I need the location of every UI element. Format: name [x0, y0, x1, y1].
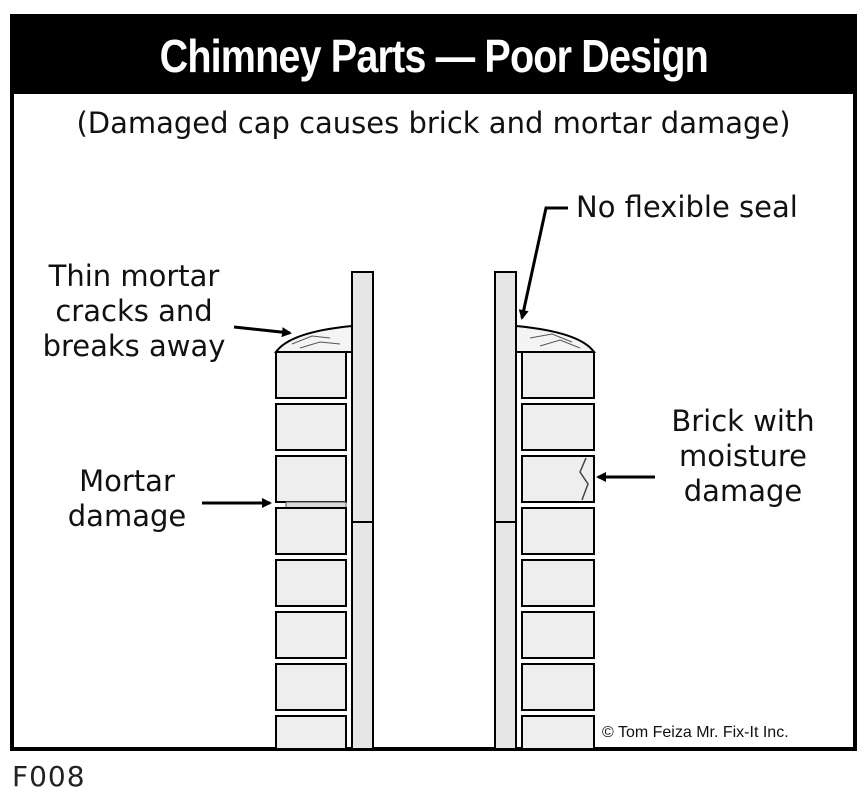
copyright-notice: © Tom Feiza Mr. Fix-It Inc.: [602, 724, 789, 741]
brick-icon: [275, 403, 347, 451]
left-chimney-wall: [274, 271, 374, 750]
label-line: cracks and: [55, 293, 213, 328]
moisture-crack-icon: [579, 457, 589, 501]
brick-icon: [521, 715, 595, 750]
right-chimney-wall: [494, 271, 596, 750]
label-line: Thin mortar: [48, 259, 220, 293]
brick-icon: [521, 455, 595, 503]
figure-code: F008: [12, 760, 86, 793]
flue-liner-icon: [494, 271, 517, 750]
page-title: Chimney Parts — Poor Design: [159, 30, 708, 82]
label-line: damage: [67, 498, 187, 533]
chimney-cap-icon: [515, 324, 596, 353]
brick-icon: [521, 663, 595, 711]
label-brick-moisture: Brick with moisture damage: [658, 404, 828, 508]
label-text: No flexible seal: [576, 190, 798, 224]
label-line: Brick with: [671, 404, 815, 438]
brick-icon: [275, 715, 347, 750]
mortar-crack-icon: [291, 335, 341, 349]
brick-icon: [275, 663, 347, 711]
arrow-icon: [518, 206, 568, 320]
brick-icon: [521, 611, 595, 659]
flue-liner-icon: [351, 271, 374, 750]
brick-icon: [275, 559, 347, 607]
brick-icon: [521, 507, 595, 555]
label-line: damage: [683, 473, 803, 508]
mortar-crack-icon: [529, 333, 581, 349]
label-line: moisture: [678, 438, 808, 473]
subtitle: (Damaged cap causes brick and mortar dam…: [76, 106, 791, 140]
label-no-flexible-seal: No flexible seal: [576, 190, 798, 225]
label-thin-mortar: Thin mortar cracks and breaks away: [34, 259, 234, 363]
brick-icon: [275, 455, 347, 503]
label-line: breaks away: [42, 328, 226, 363]
label-line: Mortar: [79, 464, 175, 498]
brick-icon: [275, 351, 347, 399]
brick-icon: [275, 507, 347, 555]
label-mortar-damage: Mortar damage: [52, 464, 202, 534]
brick-icon: [521, 559, 595, 607]
brick-icon: [275, 611, 347, 659]
brick-icon: [521, 351, 595, 399]
chimney-cap-icon: [274, 324, 353, 353]
arrow-icon: [233, 325, 292, 338]
brick-icon: [521, 403, 595, 451]
illustration-frame: Chimney Parts — Poor Design (Damaged cap…: [10, 14, 857, 751]
title-bar: Chimney Parts — Poor Design: [14, 18, 853, 94]
